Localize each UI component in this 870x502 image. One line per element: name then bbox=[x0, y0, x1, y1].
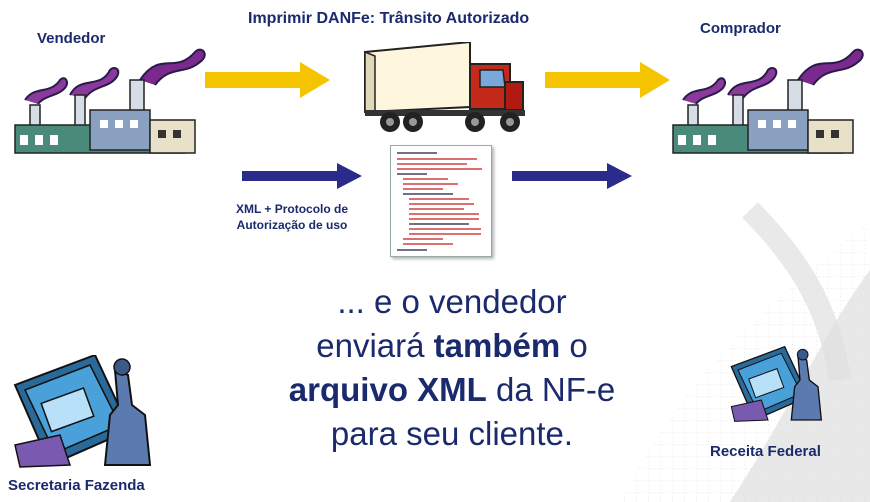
caption-text: ... e o vendedor enviará também o arquiv… bbox=[282, 280, 622, 456]
blue-arrow-right bbox=[512, 163, 632, 189]
yellow-arrow-right bbox=[545, 62, 670, 98]
caption-part1: ... e o vendedor enviará bbox=[316, 283, 567, 364]
xml-protocol-line1: XML + Protocolo de bbox=[235, 202, 349, 216]
receita-federal-label: Receita Federal bbox=[710, 443, 821, 460]
caption-bold-xml: arquivo XML bbox=[288, 371, 487, 408]
xml-document-icon bbox=[390, 145, 492, 257]
caption-part2: o bbox=[560, 327, 588, 364]
computer-operator-icon bbox=[730, 345, 823, 422]
factory-icon bbox=[14, 48, 206, 154]
transit-title: Imprimir DANFe: Trânsito Autorizado bbox=[248, 10, 530, 27]
blue-arrow-left bbox=[242, 163, 362, 189]
computer-operator-icon bbox=[13, 355, 152, 468]
factory-icon bbox=[672, 48, 864, 154]
buyer-label: Comprador bbox=[700, 20, 781, 37]
caption-bold-tambem: também bbox=[433, 327, 561, 364]
truck-icon bbox=[364, 42, 525, 132]
yellow-arrow-left bbox=[205, 62, 330, 98]
caption-part3: da NF-e para seu cliente. bbox=[330, 371, 616, 452]
xml-protocol-line2: Autorização de uso bbox=[236, 217, 348, 232]
secretaria-fazenda-label: Secretaria Fazenda bbox=[8, 477, 145, 494]
xml-protocol-label: XML + Protocolo de Autorização de uso bbox=[212, 202, 372, 233]
seller-label: Vendedor bbox=[37, 30, 106, 47]
